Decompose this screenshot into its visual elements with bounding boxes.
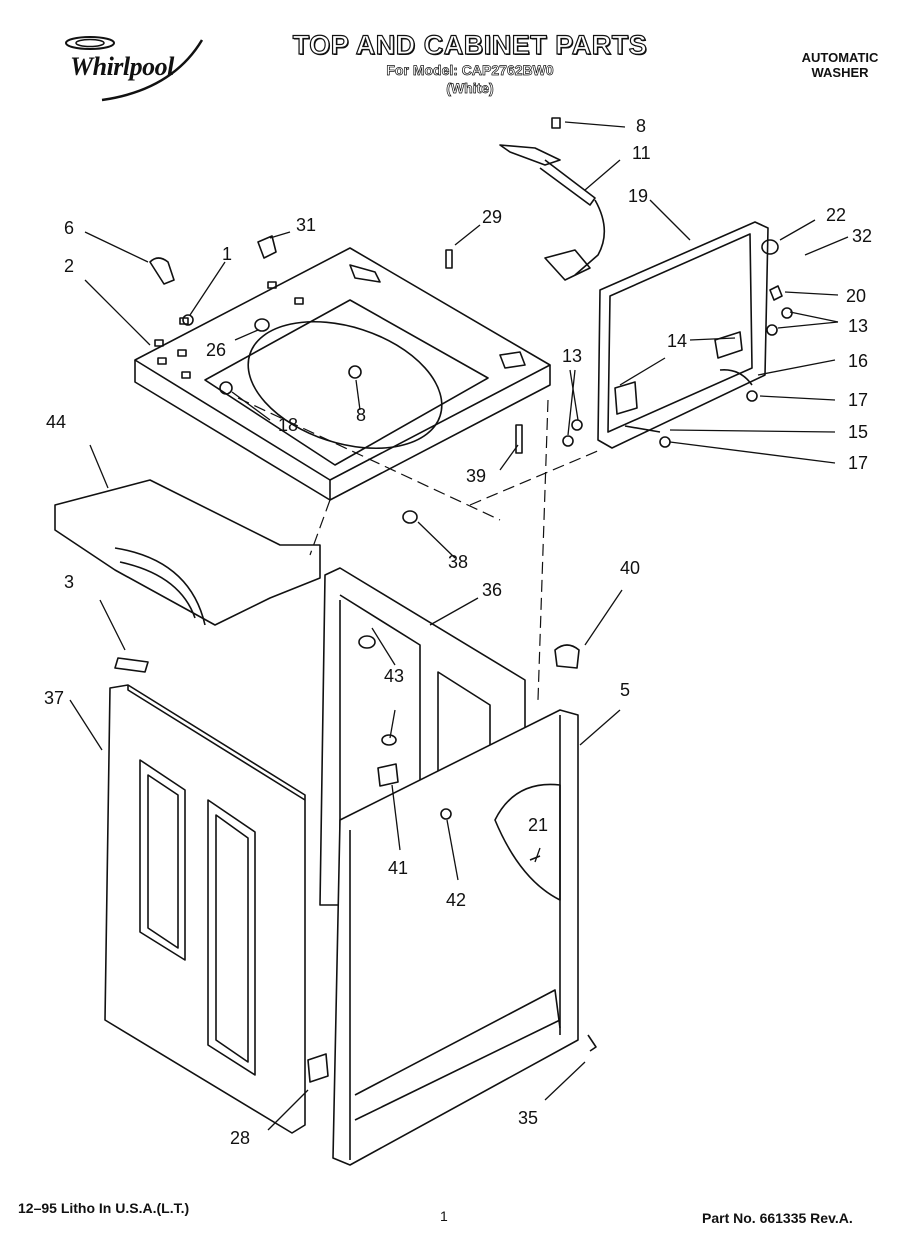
callout-6: 6 (64, 218, 75, 238)
callout-20: 20 (846, 286, 867, 306)
litho-note: 12–95 Litho In U.S.A.(L.T.) (18, 1200, 190, 1216)
product-type: AUTOMATIC WASHER (780, 50, 900, 80)
callout-18: 18 (278, 415, 299, 435)
callout-1: 1 (222, 244, 233, 264)
callout-8-top: 8 (636, 116, 647, 136)
page-title: TOP AND CABINET PARTS (292, 29, 648, 60)
callout-2: 2 (64, 256, 75, 276)
model-line: For Model: CAP2762BW0 (386, 62, 554, 79)
callout-13-left: 13 (562, 346, 583, 366)
leader-arrows (69, 121, 849, 1131)
callout-29: 29 (482, 207, 503, 227)
whirlpool-logo: Whirlpool (62, 30, 212, 110)
callout-32: 32 (852, 226, 873, 246)
callout-36: 36 (482, 580, 503, 600)
product-line-2: WASHER (811, 65, 869, 80)
small-fasteners (149, 235, 523, 524)
callout-39: 39 (466, 466, 487, 486)
callout-31: 31 (296, 215, 317, 235)
top-panel (134, 247, 551, 501)
callout-28: 28 (230, 1128, 251, 1148)
color-line: (White) (446, 80, 494, 97)
brand-name: Whirlpool (70, 52, 174, 81)
callout-14: 14 (667, 331, 688, 351)
callout-38: 38 (448, 552, 469, 572)
callout-41: 41 (388, 858, 409, 878)
callout-22: 22 (826, 205, 847, 225)
lid-switch-assembly (499, 117, 606, 281)
rear-shield (54, 479, 321, 626)
callout-21: 21 (528, 815, 549, 835)
callout-42: 42 (446, 890, 467, 910)
callout-35: 35 (518, 1108, 539, 1128)
bracket-3 (114, 657, 149, 673)
callout-17-upper: 17 (848, 390, 869, 410)
callout-15: 15 (848, 422, 869, 442)
dashed-guide-lines (237, 397, 601, 701)
callout-16: 16 (848, 351, 869, 371)
callout-17-lower: 17 (848, 453, 869, 473)
callout-8-center: 8 (356, 405, 367, 425)
lower-fasteners (307, 635, 597, 1083)
part-number: Part No. 661335 Rev.A. (702, 1210, 853, 1226)
callout-3: 3 (64, 572, 75, 592)
callout-19: 19 (628, 186, 649, 206)
console-frame (562, 221, 793, 449)
left-side-panel (104, 684, 306, 1134)
callout-5: 5 (620, 680, 631, 700)
whirlpool-swirl-icon (65, 36, 204, 102)
callout-44: 44 (46, 412, 67, 432)
callout-43: 43 (384, 666, 405, 686)
callout-40: 40 (620, 558, 641, 578)
callout-26: 26 (206, 340, 227, 360)
callout-11: 11 (632, 143, 651, 163)
callout-13-right: 13 (848, 316, 869, 336)
product-line-1: AUTOMATIC (801, 50, 879, 65)
front-panel (332, 709, 579, 1166)
callout-37: 37 (44, 688, 65, 708)
page-number: 1 (440, 1208, 448, 1224)
